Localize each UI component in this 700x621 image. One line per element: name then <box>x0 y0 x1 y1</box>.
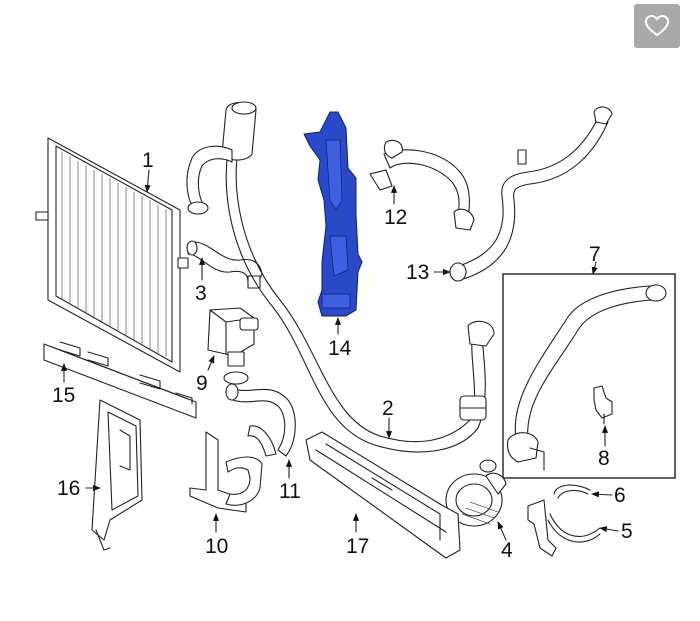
leader-lines <box>60 169 619 541</box>
callout-11: 11 <box>279 480 301 503</box>
part-2-long-hose <box>186 101 495 453</box>
part-6-clamp <box>553 484 591 499</box>
heart-icon <box>645 15 669 36</box>
callout-7: 7 <box>589 243 601 266</box>
part-5-bracket-clamp <box>527 499 601 557</box>
callout-6: 6 <box>614 484 626 507</box>
callout-10: 10 <box>205 535 229 558</box>
part-8-sensor <box>593 385 613 425</box>
part-9-water-valve <box>207 307 259 385</box>
callout-15: 15 <box>52 384 76 407</box>
part-13-upper-hose <box>449 106 613 282</box>
callout-13: 13 <box>406 261 430 284</box>
part-1-radiator <box>35 137 189 373</box>
callout-14: 14 <box>328 337 352 360</box>
part-10-bracket <box>189 431 263 513</box>
callout-2: 2 <box>382 397 394 420</box>
part-11-hose <box>225 383 296 457</box>
callout-3: 3 <box>195 282 207 305</box>
callout-8: 8 <box>598 447 610 470</box>
callout-1: 1 <box>142 149 154 172</box>
callout-9: 9 <box>196 372 208 395</box>
part-7-hose-kit-box <box>502 273 676 479</box>
part-4-water-pump <box>445 459 507 527</box>
callout-5: 5 <box>621 520 633 543</box>
part-16-side-baffle <box>91 399 143 551</box>
part-15-deflector-bar <box>43 341 197 419</box>
callout-17: 17 <box>346 535 370 558</box>
callout-12: 12 <box>384 206 408 229</box>
part-17-lower-shield <box>305 431 461 559</box>
part-14-bracket-highlighted <box>303 111 363 317</box>
favorite-button[interactable] <box>634 4 680 48</box>
part-12-hose-assembly <box>369 139 475 231</box>
callout-4: 4 <box>501 539 513 562</box>
callout-16: 16 <box>57 477 81 500</box>
part-3-hose <box>186 240 263 289</box>
